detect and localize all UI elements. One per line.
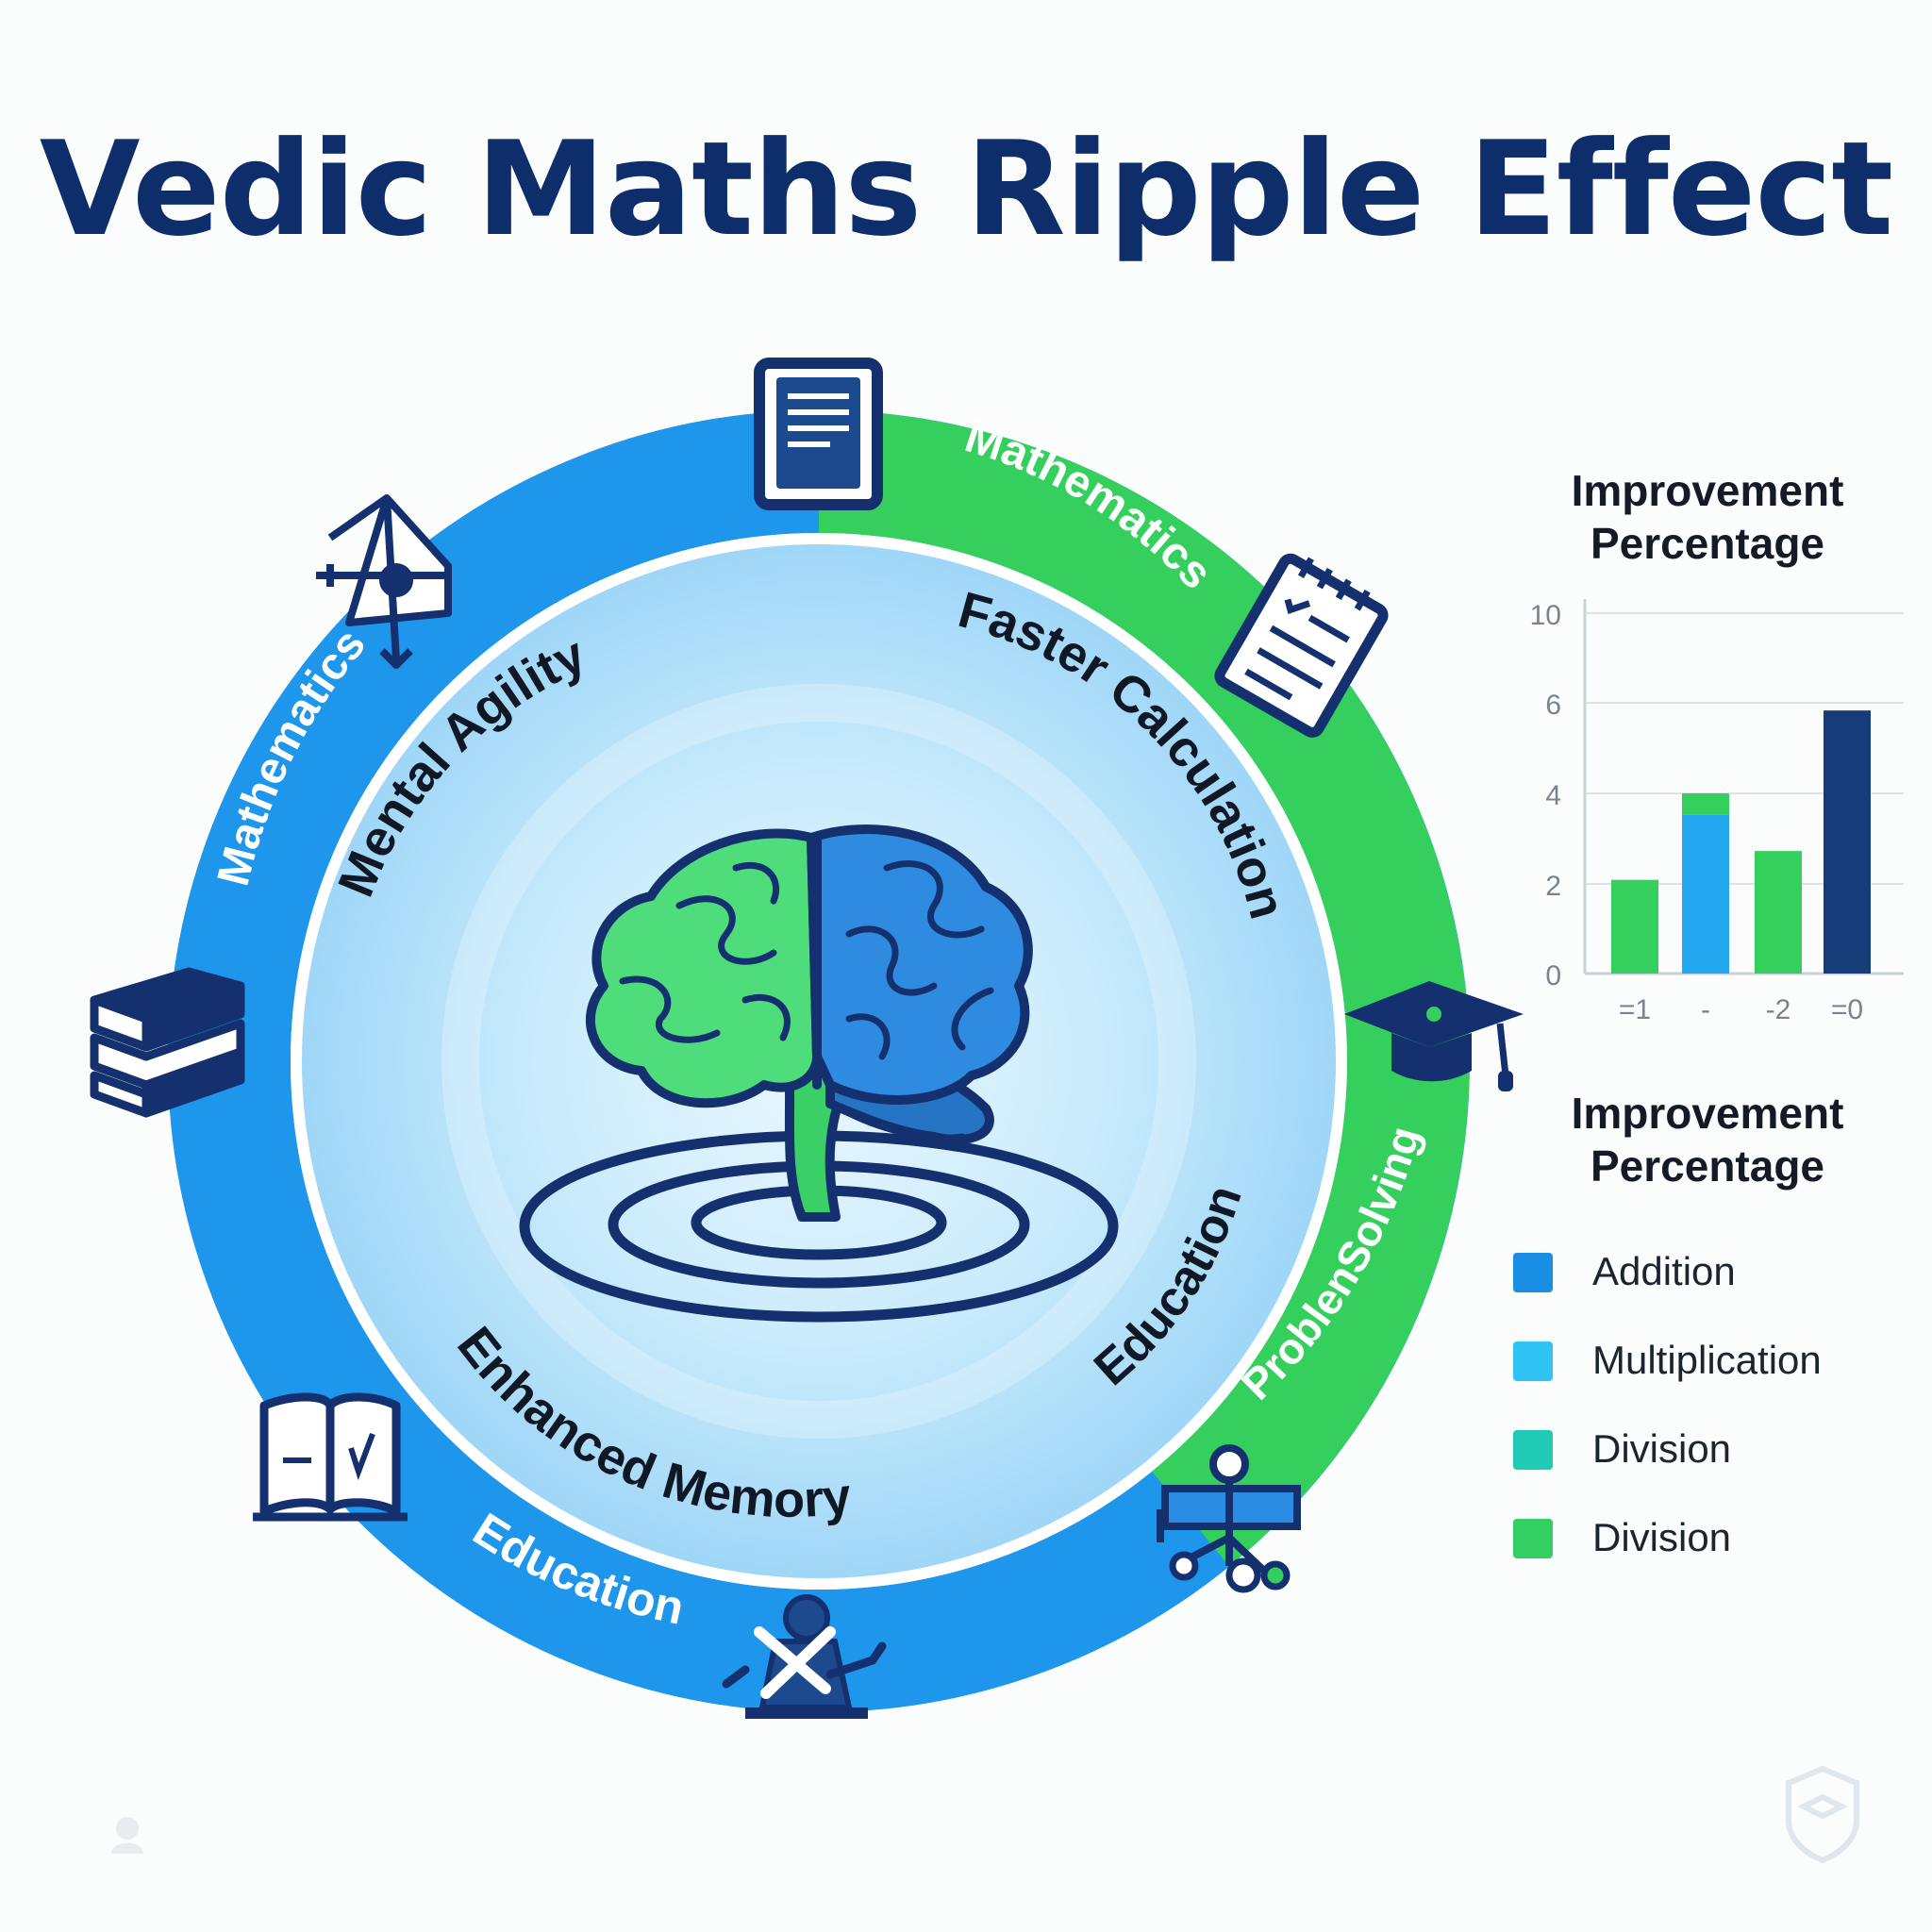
shield-watermark-icon bbox=[1786, 1765, 1859, 1864]
legend-label: Addition bbox=[1592, 1249, 1736, 1293]
chart-title-line-2: Percentage bbox=[1590, 519, 1824, 568]
book-stack-icon bbox=[90, 967, 245, 1118]
y-tick-label: 10 bbox=[1530, 600, 1561, 631]
geometry-compass-icon bbox=[316, 494, 452, 669]
x-tick-label: =1 bbox=[1619, 994, 1651, 1025]
legend-item-addition: Addition bbox=[1513, 1243, 1890, 1300]
network-diagram-icon bbox=[1157, 1444, 1301, 1593]
x-tick-label: -2 bbox=[1766, 994, 1791, 1025]
bar-chart: 10 6 4 2 0 =1 - -2 =0 bbox=[1530, 599, 1904, 1025]
open-book-icon bbox=[253, 1392, 408, 1522]
thinker-icon bbox=[722, 1594, 887, 1719]
legend-label: Division bbox=[1592, 1426, 1732, 1471]
legend-item-division-2: Division bbox=[1513, 1509, 1890, 1566]
legend-item-division: Division bbox=[1513, 1421, 1890, 1477]
chart-bar bbox=[1824, 710, 1871, 974]
x-tick-label: - bbox=[1701, 994, 1710, 1025]
y-tick-label: 0 bbox=[1545, 960, 1561, 991]
chart-bar bbox=[1682, 814, 1729, 974]
chart-bar bbox=[1755, 851, 1802, 974]
legend-title: Improvement Percentage bbox=[1528, 1087, 1887, 1192]
legend-swatch bbox=[1513, 1519, 1553, 1558]
page-title: Vedic Maths Ripple Effect bbox=[39, 113, 1893, 265]
legend-item-multiplication: Multiplication bbox=[1513, 1332, 1890, 1389]
person-watermark-icon bbox=[111, 1817, 143, 1854]
chart-title: Improvement Percentage bbox=[1528, 464, 1887, 570]
x-tick-label: =0 bbox=[1831, 994, 1863, 1025]
graduation-cap-icon bbox=[1344, 981, 1524, 1091]
legend-swatch bbox=[1513, 1430, 1553, 1470]
legend-title-line-2: Percentage bbox=[1590, 1141, 1824, 1191]
chart-bar-cap bbox=[1682, 793, 1729, 815]
inner-halo bbox=[441, 684, 1196, 1439]
legend-swatch bbox=[1513, 1341, 1553, 1381]
document-icon bbox=[754, 358, 883, 510]
y-tick-label: 2 bbox=[1545, 871, 1561, 902]
legend-label: Division bbox=[1592, 1515, 1732, 1559]
legend-swatch bbox=[1513, 1253, 1553, 1292]
y-tick-label: 6 bbox=[1545, 690, 1561, 721]
chart-title-line-1: Improvement bbox=[1571, 466, 1844, 515]
brain-icon bbox=[585, 824, 1033, 1222]
legend-title-line-1: Improvement bbox=[1571, 1089, 1844, 1138]
legend-label: Multiplication bbox=[1592, 1338, 1822, 1382]
chart-bar bbox=[1611, 879, 1658, 974]
checklist-notepad-icon bbox=[1214, 553, 1389, 738]
y-tick-label: 4 bbox=[1545, 780, 1561, 811]
